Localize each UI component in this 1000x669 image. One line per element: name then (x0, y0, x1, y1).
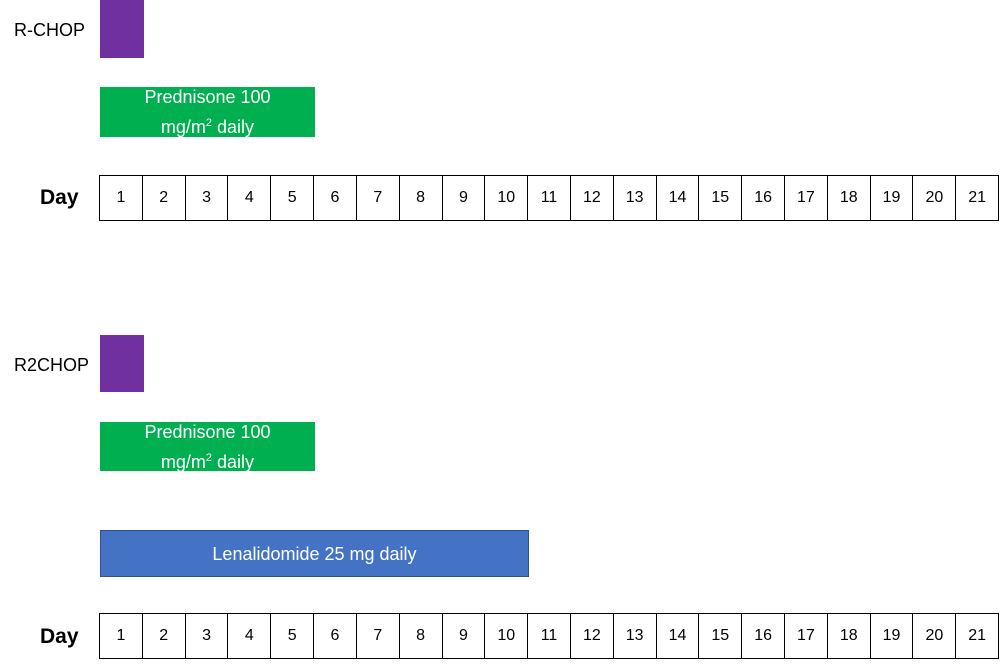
day-cell: 4 (227, 613, 272, 659)
day-cell: 12 (569, 175, 614, 221)
prednisone-text: Prednisone 100 (144, 421, 271, 442)
day-cell: 5 (270, 613, 315, 659)
day-label: Day (40, 186, 79, 209)
prednisone-text: Prednisone 100 (144, 87, 271, 107)
day-cell: 2 (141, 175, 186, 221)
r-chop-label: R-CHOP (14, 20, 85, 40)
day-cell: 13 (612, 613, 657, 659)
day-cell: 7 (355, 175, 400, 221)
day-cell: 10 (484, 613, 529, 659)
lenalidomide-bar: Lenalidomide 25 mg daily (100, 530, 529, 577)
day-cell: 18 (826, 613, 871, 659)
prednisone-unit: mg/m (160, 451, 206, 472)
day-cell: 13 (612, 175, 657, 221)
day-cell: 16 (741, 613, 785, 659)
r2chop-label: R2CHOP (14, 355, 90, 375)
day-cell: 20 (912, 613, 957, 659)
day-cell: 2 (141, 613, 186, 659)
day-cell: 3 (184, 613, 229, 659)
day-cell: 8 (398, 175, 443, 221)
day-cell: 15 (698, 613, 743, 659)
day-cell: 21 (955, 175, 1000, 221)
day-cell: 18 (826, 175, 871, 221)
day-cell: 19 (869, 613, 914, 659)
day-cell: 11 (527, 175, 571, 221)
day-cell: 17 (784, 175, 828, 221)
day-cell: 9 (441, 613, 486, 659)
prednisone-freq: daily (212, 117, 255, 137)
day-cell: 21 (955, 613, 1000, 659)
day-cell: 5 (270, 175, 315, 221)
prednisone-bar: Prednisone 100 mg/m2 daily (100, 87, 315, 137)
day-cell: 3 (184, 175, 229, 221)
day-label: Day (40, 625, 79, 648)
prednisone-freq: daily (212, 451, 255, 472)
day-cell: 15 (698, 175, 743, 221)
prednisone-sup: 2 (205, 117, 213, 129)
day-cell: 6 (313, 175, 357, 221)
day-cell: 1 (99, 175, 143, 221)
prednisone-sup: 2 (205, 451, 213, 464)
day-cell: 14 (655, 175, 700, 221)
prednisone-bar: Prednisone 100 mg/m2 daily (100, 421, 315, 472)
day-cell: 10 (484, 175, 529, 221)
day-cell: 4 (227, 175, 272, 221)
r-chop-day1-block (100, 0, 144, 58)
day-cell: 20 (912, 175, 957, 221)
day-cell: 19 (869, 175, 914, 221)
day-cell: 17 (784, 613, 828, 659)
day-cell: 7 (355, 613, 400, 659)
day-cell: 9 (441, 175, 486, 221)
day-cell: 11 (527, 613, 571, 659)
day-cell: 8 (398, 613, 443, 659)
day-cell: 12 (569, 613, 614, 659)
prednisone-unit: mg/m (160, 117, 206, 137)
r2chop-day1-block (100, 335, 144, 392)
day-cell: 6 (313, 613, 357, 659)
day-cell: 16 (741, 175, 785, 221)
day-cell: 14 (655, 613, 700, 659)
day-cell: 1 (99, 613, 143, 659)
